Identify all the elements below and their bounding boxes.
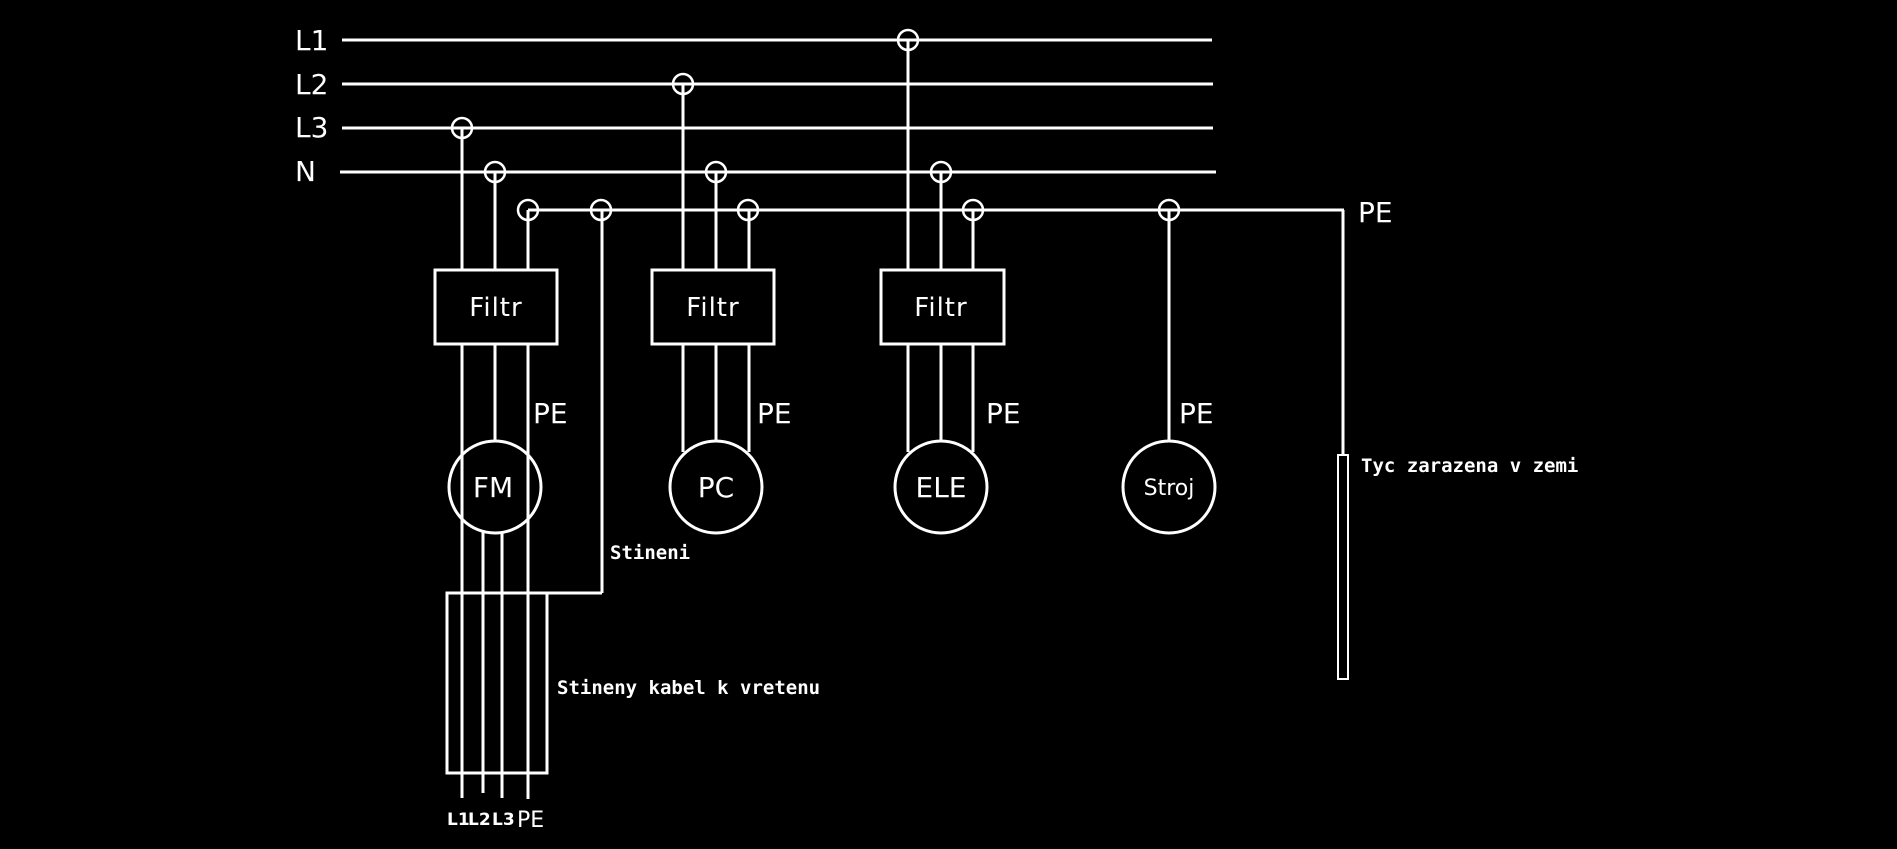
tap-pe-stroj: [1157, 198, 1181, 222]
cable-label: Stineny kabel k vretenu: [557, 677, 820, 699]
shield-label: Stineni: [610, 542, 690, 564]
branch-stroj: PE Stroj: [1121, 198, 1217, 535]
cable-pin-l2: L2: [468, 810, 491, 830]
tap-pe-fm: [516, 198, 540, 222]
pc-pe-label: PE: [757, 397, 792, 430]
tap-l2-pc: [671, 72, 695, 96]
cable-shield-box: [445, 591, 549, 775]
branch-pc: Filtr PE PC: [650, 72, 792, 535]
cable-pin-l3: L3: [492, 810, 515, 830]
ele-device-label: ELE: [916, 471, 967, 504]
tap-n-pc: [704, 160, 728, 184]
fm-device-label: FM: [473, 471, 513, 504]
ground-rod-label: Tyc zarazena v zemi: [1361, 455, 1578, 477]
ele-pe-label: PE: [986, 397, 1021, 430]
tap-pe-ele: [961, 198, 985, 222]
bus-label-l2: L2: [295, 68, 328, 101]
tap-n-ele: [929, 160, 953, 184]
tap-pe-shield: [589, 198, 613, 222]
stroj-device-label: Stroj: [1144, 476, 1195, 501]
ele-device-symbol: [893, 439, 989, 535]
branch-fm: Filtr PE FM: [433, 116, 568, 799]
bus-label-l1: L1: [295, 24, 328, 57]
tap-n-fm: [483, 160, 507, 184]
stroj-pe-label: PE: [1179, 397, 1214, 430]
bus-label-n: N: [295, 155, 316, 188]
tap-l3-fm: [450, 116, 474, 140]
ele-filter-label: Filtr: [914, 293, 967, 323]
fm-motor-symbol: [447, 439, 543, 535]
cable-pin-l1: L1: [447, 810, 470, 830]
tap-pe-pc: [736, 198, 760, 222]
bus-label-l3: L3: [295, 111, 328, 144]
shielded-cable: Stineni Stineny kabel k vretenu L1 L2 L3…: [445, 198, 820, 833]
pc-filter-label: Filtr: [686, 293, 739, 323]
stroj-device-symbol: [1121, 439, 1217, 535]
fm-pe-label: PE: [533, 397, 568, 430]
pc-device-symbol: [668, 439, 764, 535]
ground-rod: [1337, 454, 1349, 680]
cable-pin-pe: PE: [517, 808, 544, 833]
tap-l1-ele: [896, 28, 920, 52]
fm-filter-label: Filtr: [469, 293, 522, 323]
pc-filter-box: [650, 268, 776, 346]
branch-ele: Filtr PE ELE: [879, 28, 1021, 535]
pc-device-label: PC: [698, 471, 734, 504]
bus-label-pe: PE: [1358, 196, 1393, 229]
